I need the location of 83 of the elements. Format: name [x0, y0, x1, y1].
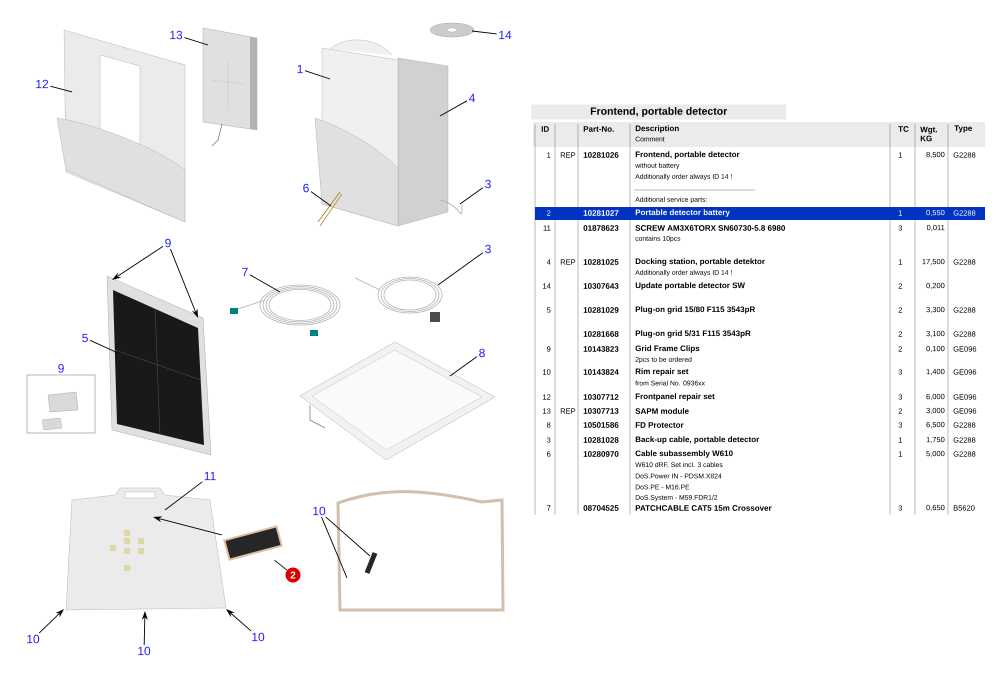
leader-line	[250, 274, 280, 292]
leader-line	[184, 37, 208, 46]
table-cell: PATCHCABLE CAT5 15m Crossover	[636, 505, 772, 511]
table-cell: Back-up cable, portable detector	[636, 436, 760, 444]
callout-number: 10	[252, 632, 264, 642]
table-cell: 10281668	[584, 331, 619, 337]
callout-number: 3	[485, 180, 491, 188]
table-cell: 10143823	[584, 346, 618, 352]
table-cell: 10143824	[584, 369, 619, 375]
table-cell: 10280970	[584, 451, 618, 457]
leader-line	[440, 100, 468, 116]
leader-line	[90, 340, 118, 354]
table-cell: 10281025	[584, 259, 619, 265]
callout-number: 5	[82, 334, 88, 342]
callout-number: 3	[485, 244, 491, 254]
column-header: Part-No.	[584, 126, 614, 132]
callout-number: 10	[27, 634, 40, 644]
table-cell: 10307712	[584, 394, 618, 400]
table-cell: Grid Frame Clips	[636, 345, 700, 353]
callout-number: 13	[170, 30, 182, 40]
leader-line	[438, 252, 484, 286]
table-cell: Portable detector battery	[636, 209, 730, 217]
table-cell: 10307713	[584, 408, 618, 414]
table-cell: 10281029	[584, 307, 618, 313]
callout-number: 4	[468, 94, 475, 102]
leader-line	[321, 516, 348, 578]
table-cell: 10307643	[584, 283, 618, 289]
column-header: Description	[636, 125, 679, 133]
protector-tray-drawing	[300, 342, 496, 460]
callout-box: 9	[26, 362, 96, 434]
leader-line	[274, 560, 288, 571]
leader-line	[325, 516, 370, 556]
table-cell: 10501586	[584, 422, 618, 428]
callout-number: 10	[138, 646, 150, 656]
disc-drawing	[430, 22, 474, 38]
leader-line	[310, 191, 332, 206]
callout-number: 8	[479, 348, 485, 358]
leader-line	[450, 356, 478, 376]
cable-drawing	[354, 276, 442, 322]
base-plate-drawing	[66, 488, 226, 610]
network-cable-drawing	[230, 284, 340, 336]
table-title: Frontend, portable detector	[531, 104, 786, 120]
callout-number: 14	[499, 30, 512, 40]
table-cell: Cable subassembly W610	[636, 450, 733, 458]
table-cell: 10281028	[584, 437, 619, 443]
table-cell: Plug-on grid 15/80 F115 3543pR	[636, 306, 756, 314]
front-panel-drawing	[56, 30, 186, 222]
leader-line	[460, 187, 484, 204]
table-cell: 10281027	[584, 210, 618, 216]
table-cell: 08704525	[584, 505, 619, 511]
callout-number: 6	[303, 184, 309, 192]
column-header: ID	[542, 126, 549, 132]
leader-line	[164, 481, 203, 510]
callout-number: 11	[204, 472, 216, 480]
module-drawing	[202, 28, 258, 146]
table-cell: Rim repair set	[636, 368, 688, 376]
table-cell: 10281026	[584, 152, 618, 158]
column-header: TC	[898, 126, 909, 132]
callout-number: 7	[242, 268, 248, 276]
callout-number: 10	[313, 506, 326, 516]
leader-line	[50, 86, 72, 92]
battery-drawing	[223, 525, 283, 561]
node-label: 9	[58, 364, 64, 373]
docking-station-drawing	[314, 40, 462, 226]
table-cell: 01878623	[584, 225, 618, 231]
table-cell: Frontend, portable detector	[636, 151, 740, 159]
table-cell: Plug-on grid 5/31 F115 3543pR	[636, 330, 751, 338]
callout-number: 12	[36, 80, 48, 88]
leader-line	[304, 70, 330, 80]
column-header: Type	[954, 125, 972, 133]
table-cell: SAPM module	[635, 408, 689, 414]
column-header: Wgt. KG	[920, 126, 937, 142]
table-cell: Docking station, portable detektor	[636, 258, 765, 266]
table-cell: SCREW AM3X6TORX SN60730-5.8 6980	[635, 225, 785, 231]
table-cell: FD Protector	[636, 422, 684, 428]
callout-number: 9	[165, 238, 171, 248]
table-cell: Update portable detector SW	[636, 282, 745, 290]
callout-number: 1	[298, 64, 303, 74]
callout-number: 2	[286, 568, 300, 582]
rim-frame-drawing	[336, 490, 504, 612]
table-cell: Frontpanel repair set	[636, 393, 715, 401]
leader-line	[472, 30, 498, 34]
detector-drawing	[106, 276, 212, 456]
